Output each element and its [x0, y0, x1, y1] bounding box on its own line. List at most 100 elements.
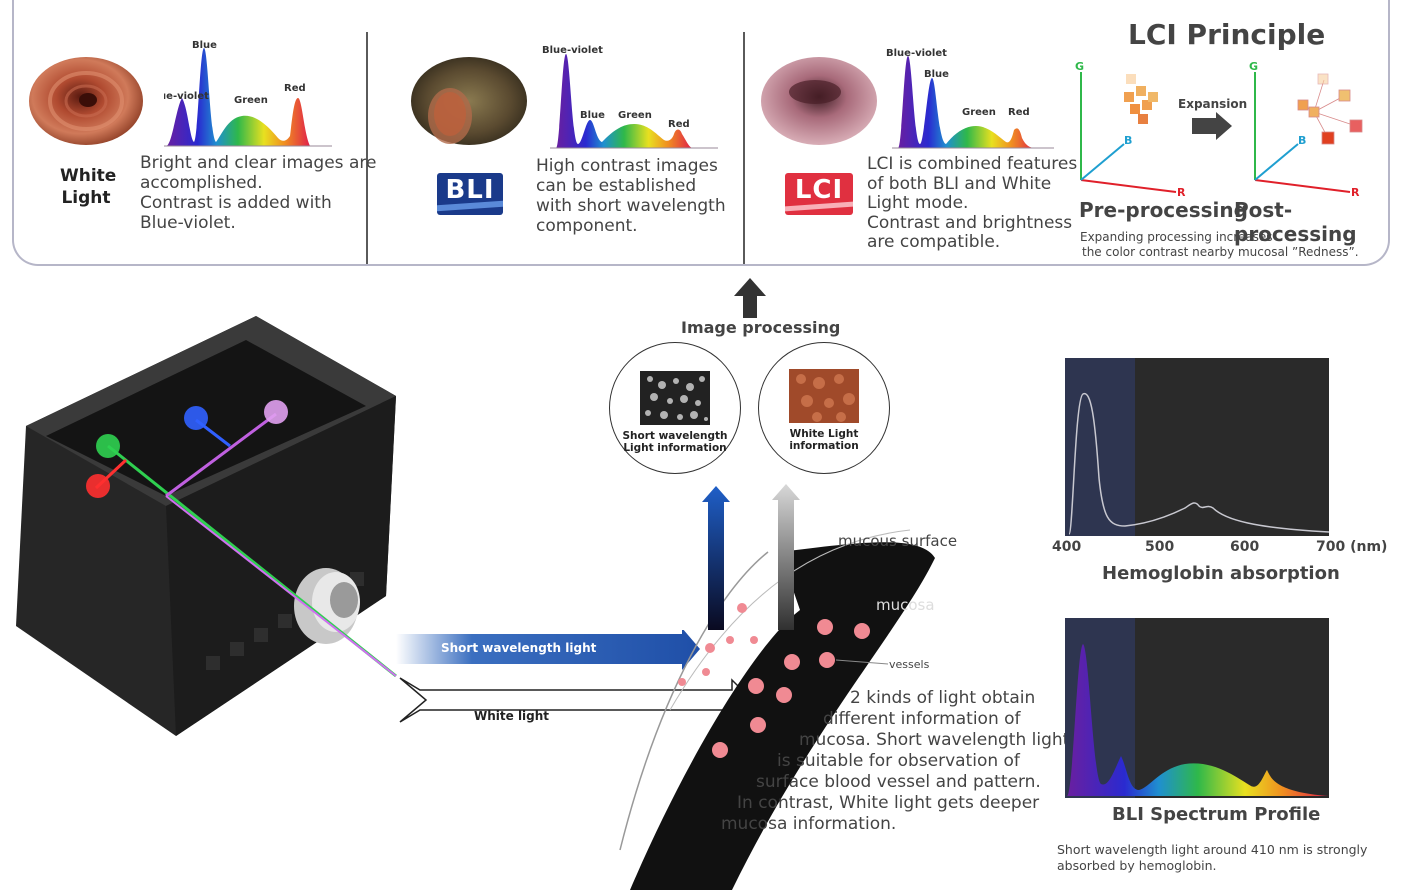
short-wavelength-texture-image — [640, 371, 710, 425]
top-panel-frame — [12, 0, 1390, 266]
lci-principle-diagram: G B R Expansion G B R — [1075, 60, 1363, 196]
label-red: Red — [1008, 107, 1030, 118]
vessels-label: vessels — [889, 658, 930, 671]
bli-spectrum-title: BLI Spectrum Profile — [1112, 804, 1321, 825]
hb-tick: 500 — [1145, 539, 1175, 555]
divider — [366, 32, 368, 264]
explain-line: different information of — [823, 709, 1021, 729]
desc-line: component. — [536, 216, 638, 236]
short-wavelength-arrow — [396, 630, 700, 670]
desc-line: Blue-violet. — [140, 213, 236, 233]
label-green: Green — [234, 95, 268, 106]
hb-note-line: absorbed by hemoglobin. — [1057, 858, 1217, 873]
white-light-description: Bright and clear images are accomplished… — [140, 153, 376, 233]
endoscope-image-white-light — [29, 57, 143, 145]
short-info-line: Short wavelength — [622, 430, 728, 442]
grey-up-arrow — [772, 484, 800, 630]
blue-up-arrow — [702, 486, 730, 630]
desc-line: can be established — [536, 176, 697, 196]
desc-line: are compatible. — [867, 232, 1001, 252]
spectrum-white-light: Blue Blue-violet Green Red — [164, 40, 332, 147]
desc-line: Contrast and brightness — [867, 212, 1073, 233]
mucous-surface-label: mucous surface — [838, 532, 958, 550]
label-red: Red — [284, 83, 306, 94]
endoscope-image-lci — [761, 57, 877, 145]
axis-g-label: G — [1249, 60, 1258, 73]
axis-b-label: B — [1124, 134, 1132, 147]
hemoglobin-note: Short wavelength light around 410 nm is … — [1057, 842, 1367, 874]
post-cubes — [1297, 73, 1363, 145]
pre-cubes — [1124, 74, 1158, 124]
explain-line: mucosa information. — [721, 814, 897, 834]
white-light-info-circle: White Light information — [758, 342, 890, 474]
white-info-line: White Light — [789, 428, 859, 440]
light-source-device — [16, 316, 397, 736]
pre-processing-label: Pre-processing — [1079, 198, 1248, 222]
expansion-arrow — [1192, 112, 1232, 140]
short-wavelength-light-label: Short wavelength light — [441, 641, 597, 655]
explain-line: mucosa. Short wavelength light — [799, 730, 1070, 750]
lci-note: Expanding processing increases the color… — [1080, 230, 1359, 260]
short-info-line: Light information — [623, 442, 727, 454]
spectrum-lci: Blue-violet Blue Green Red — [886, 48, 1054, 149]
lci-logo-text: LCI — [794, 175, 844, 205]
explanation-text: 2 kinds of light obtain different inform… — [700, 688, 1080, 835]
label-green: Green — [618, 110, 652, 121]
explain-line: is suitable for observation of — [777, 751, 1020, 771]
desc-line: Contrast is added with — [140, 193, 332, 213]
desc-line: Light mode. — [867, 193, 969, 213]
bli-logo: BLI — [437, 173, 503, 215]
lci-note-line: the color contrast nearby mucosal ”Redne… — [1082, 245, 1359, 259]
desc-line: High contrast images — [536, 156, 718, 176]
label-blue-violet: Blue-violet — [164, 91, 209, 102]
endoscope-image-bli — [411, 57, 527, 145]
white-light-label-line2: Light — [61, 188, 111, 208]
desc-line: LCI is combined features — [867, 154, 1078, 174]
axis-r-label: R — [1177, 186, 1186, 196]
hemoglobin-title: Hemoglobin absorption — [1102, 563, 1340, 584]
divider — [743, 32, 745, 264]
short-wavelength-info-circle: Short wavelength Light information — [609, 342, 741, 474]
desc-line: accomplished. — [140, 173, 263, 193]
label-blue: Blue — [192, 40, 217, 51]
axis-g-label: G — [1075, 60, 1084, 73]
explain-line: In contrast, White light gets deeper — [737, 793, 1040, 813]
white-info-line: information — [789, 440, 859, 452]
mucosa-label: mucosa — [876, 596, 935, 614]
axis-r-label: R — [1351, 186, 1360, 196]
explain-line: surface blood vessel and pattern. — [756, 772, 1041, 792]
hb-tick: 400 — [1052, 539, 1082, 555]
label-blue: Blue — [580, 110, 605, 121]
hb-note-line: Short wavelength light around 410 nm is … — [1057, 842, 1368, 857]
white-light-arrow-label: White light — [474, 709, 550, 723]
desc-line: Bright and clear images are — [140, 153, 377, 173]
post-processing-label: Post-processing — [1234, 198, 1357, 246]
label-blue-violet: Blue-violet — [542, 45, 603, 56]
expansion-label: Expansion — [1178, 97, 1247, 111]
label-blue: Blue — [924, 69, 949, 80]
desc-line: of both BLI and White — [867, 173, 1052, 194]
lci-description: LCI is combined features of both BLI and… — [867, 154, 1078, 253]
label-red: Red — [668, 119, 690, 130]
bli-spectrum-profile-chart — [1065, 618, 1329, 798]
bli-logo-text: BLI — [445, 175, 495, 205]
white-light-label-line1: White — [60, 166, 117, 186]
white-light-texture-image — [789, 369, 859, 423]
label-blue-violet: Blue-violet — [886, 48, 947, 59]
bli-description: High contrast images can be established … — [536, 156, 726, 236]
axis-b-label: B — [1298, 134, 1306, 147]
spectrum-bli: Blue-violet Blue Green Red — [542, 45, 718, 149]
explain-line: 2 kinds of light obtain — [850, 688, 1036, 708]
up-arrow-icon — [734, 278, 766, 318]
lci-logo: LCI — [785, 173, 853, 215]
hb-tick: 600 — [1230, 539, 1260, 555]
image-processing-label: Image processing — [681, 318, 841, 337]
lci-principle-title: LCI Principle — [1128, 18, 1326, 51]
desc-line: with short wavelength — [536, 196, 726, 216]
mucosa-diagram — [619, 484, 935, 890]
hemoglobin-absorption-chart — [1065, 358, 1329, 536]
label-green: Green — [962, 107, 996, 118]
white-light-label: White Light — [60, 165, 117, 209]
lci-note-line: Expanding processing increases — [1080, 230, 1273, 244]
hb-tick: 700 (nm) — [1316, 539, 1388, 555]
